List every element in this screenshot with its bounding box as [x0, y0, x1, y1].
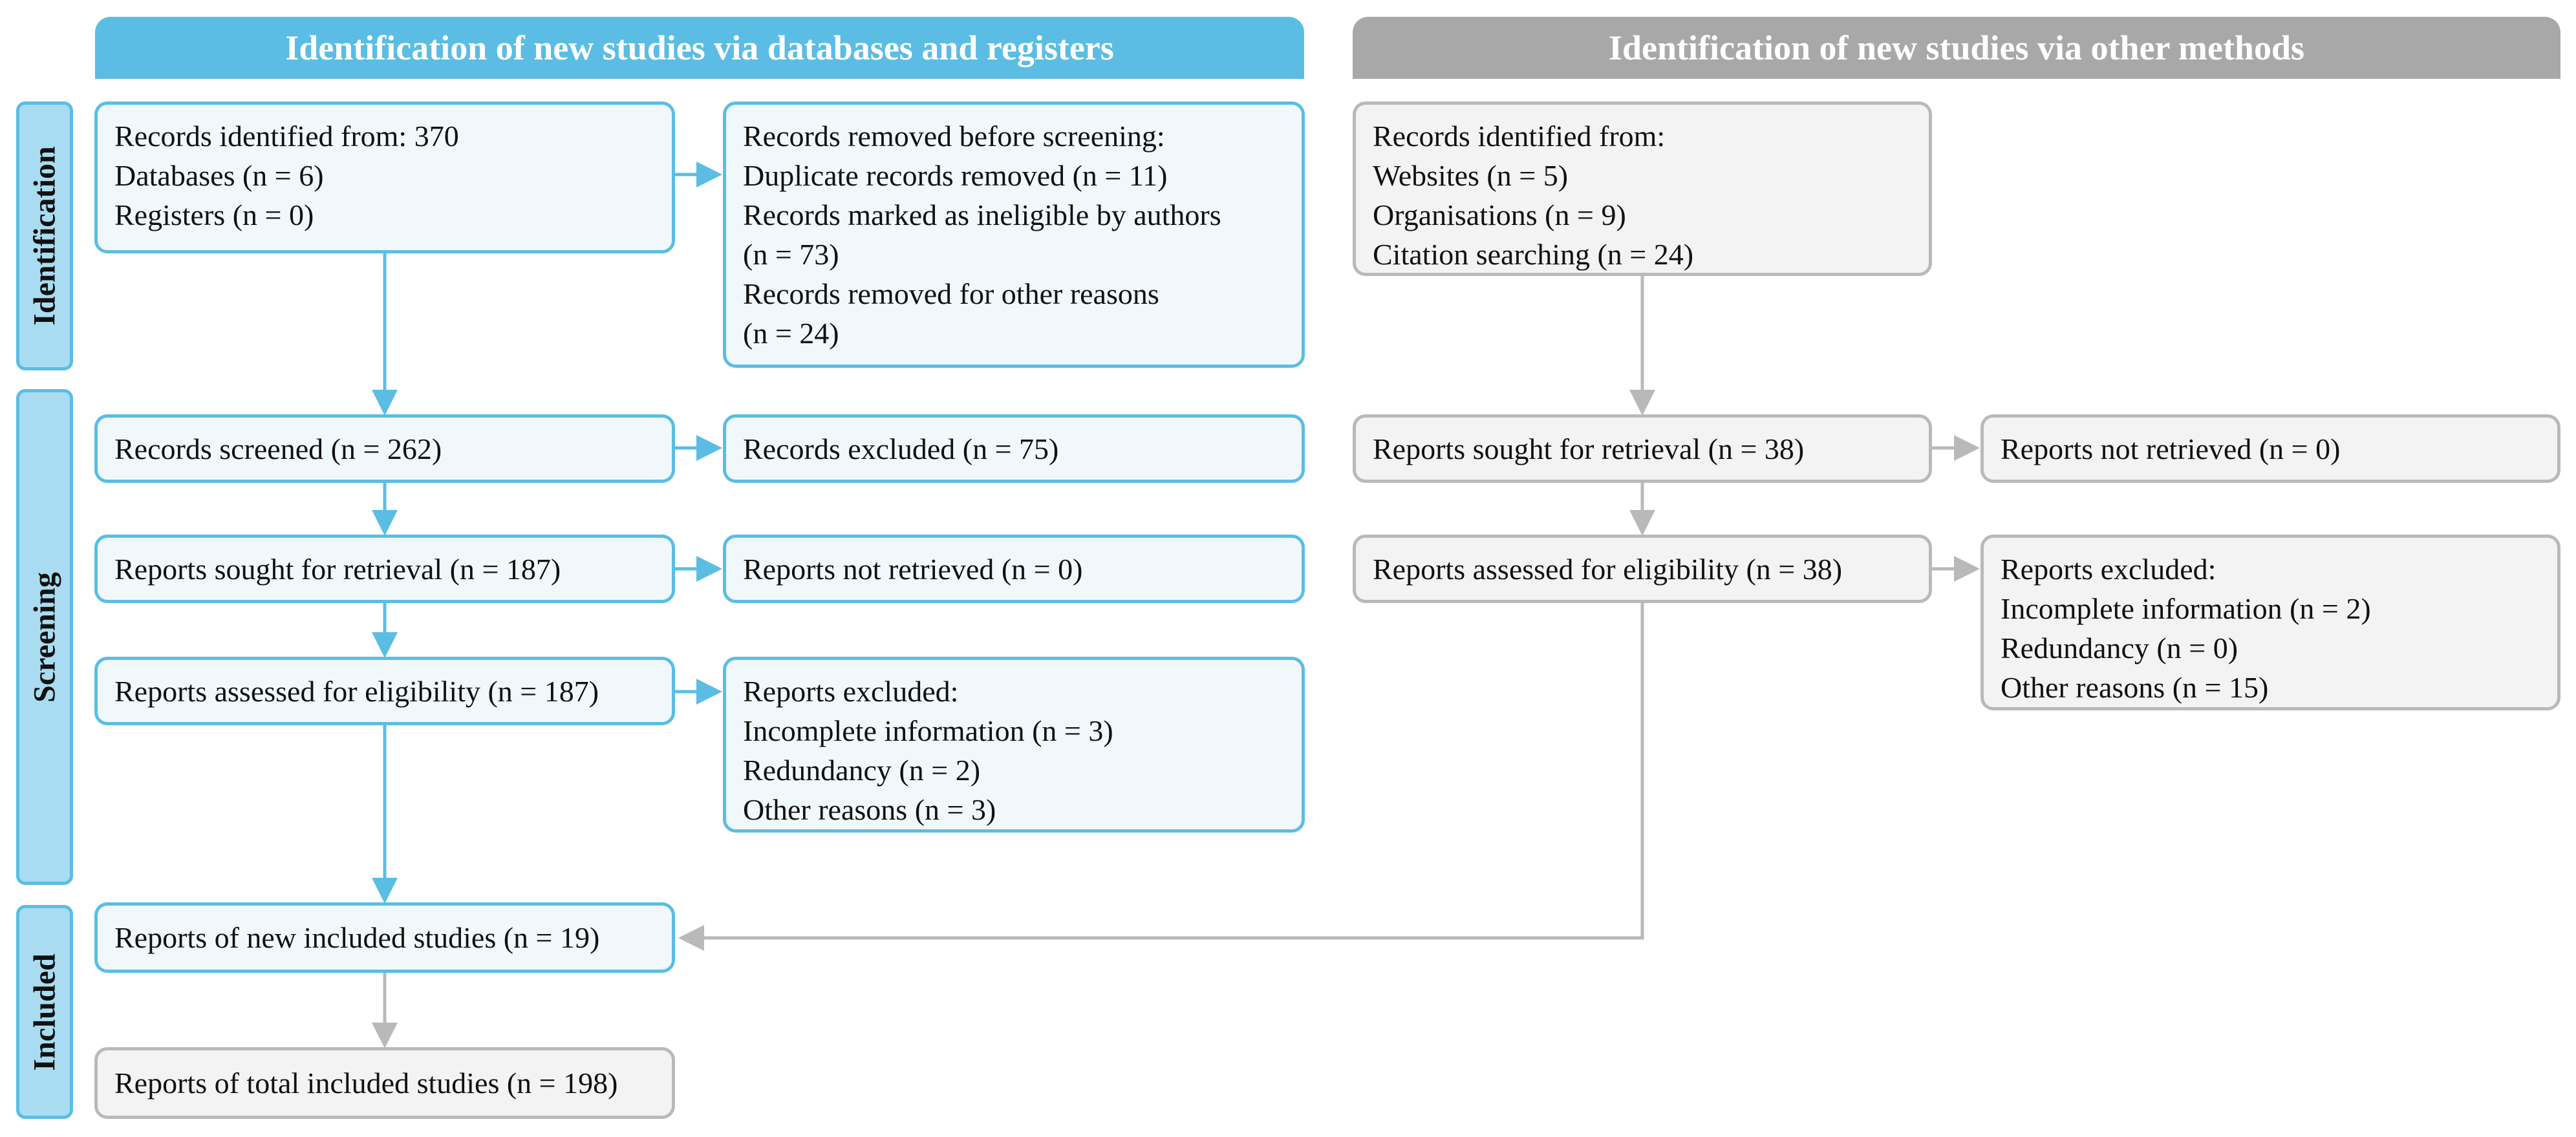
phase-included-label: Included: [27, 953, 62, 1071]
other-identified-line-2: Websites (n = 5): [1373, 159, 1569, 192]
db-assessed-text: Reports assessed for eligibility (n = 18…: [114, 674, 599, 708]
db-removed-line-6: (n = 24): [743, 317, 839, 350]
db-identified-line-2: Databases (n = 6): [114, 159, 324, 192]
db-identified-line-3: Registers (n = 0): [114, 198, 314, 231]
phase-screening: Screening: [16, 389, 73, 885]
db-reports-excluded-line-3: Redundancy (n = 2): [743, 754, 981, 787]
box-other-reports-sought: Reports sought for retrieval (n = 38): [1353, 414, 1932, 483]
box-db-reports-sought: Reports sought for retrieval (n = 187): [94, 535, 675, 603]
phase-included: Included: [16, 905, 73, 1119]
header-other-methods-text: Identification of new studies via other …: [1608, 28, 2305, 67]
db-screened-text: Records screened (n = 262): [114, 432, 442, 465]
db-sought-text: Reports sought for retrieval (n = 187): [114, 552, 561, 586]
box-other-reports-assessed: Reports assessed for eligibility (n = 38…: [1353, 535, 1932, 603]
db-reports-excluded-line-1: Reports excluded:: [743, 675, 959, 708]
box-other-records-identified: Records identified from: Websites (n = 5…: [1353, 101, 1932, 276]
other-identified-line-4: Citation searching (n = 24): [1373, 238, 1694, 271]
box-new-included-studies: Reports of new included studies (n = 19): [94, 902, 675, 973]
db-removed-line-5: Records removed for other reasons: [743, 277, 1159, 310]
db-reports-excluded-line-4: Other reasons (n = 3): [743, 793, 996, 826]
other-reports-excluded-line-3: Redundancy (n = 0): [2001, 632, 2238, 664]
db-excluded-text: Records excluded (n = 75): [743, 432, 1059, 465]
box-other-reports-not-retrieved: Reports not retrieved (n = 0): [1980, 414, 2560, 483]
other-identified-line-3: Organisations (n = 9): [1373, 198, 1626, 231]
box-total-included-studies: Reports of total included studies (n = 1…: [94, 1047, 675, 1119]
other-sought-text: Reports sought for retrieval (n = 38): [1373, 432, 1805, 465]
other-reports-excluded-line-4: Other reasons (n = 15): [2001, 671, 2269, 704]
db-removed-line-1: Records removed before screening:: [743, 120, 1165, 153]
header-other-methods: Identification of new studies via other …: [1353, 17, 2560, 79]
other-assessed-text: Reports assessed for eligibility (n = 38…: [1373, 552, 1843, 586]
box-db-records-removed: Records removed before screening: Duplic…: [723, 101, 1305, 368]
header-databases: Identification of new studies via databa…: [95, 17, 1304, 79]
db-identified-line-1: Records identified from: 370: [114, 120, 459, 153]
db-reports-excluded-line-2: Incomplete information (n = 3): [743, 714, 1113, 747]
box-other-reports-excluded: Reports excluded: Incomplete information…: [1980, 535, 2560, 710]
db-removed-line-3: Records marked as ineligible by authors: [743, 198, 1221, 231]
box-db-reports-excluded: Reports excluded: Incomplete information…: [723, 657, 1305, 833]
header-databases-text: Identification of new studies via databa…: [285, 28, 1114, 67]
phase-identification-label: Identification: [27, 146, 62, 326]
other-reports-excluded-line-2: Incomplete information (n = 2): [2001, 592, 2371, 625]
other-not-retrieved-text: Reports not retrieved (n = 0): [2001, 432, 2341, 465]
db-not-retrieved-text: Reports not retrieved (n = 0): [743, 552, 1083, 586]
db-removed-line-2: Duplicate records removed (n = 11): [743, 159, 1168, 192]
phase-identification: Identification: [16, 101, 73, 370]
box-db-reports-assessed: Reports assessed for eligibility (n = 18…: [94, 657, 675, 725]
db-removed-line-4: (n = 73): [743, 238, 839, 271]
box-db-reports-not-retrieved: Reports not retrieved (n = 0): [723, 535, 1305, 603]
other-reports-excluded-line-1: Reports excluded:: [2001, 553, 2216, 586]
arrow-other-assessed-to-new-included: [678, 603, 1644, 951]
box-db-records-screened: Records screened (n = 262): [94, 414, 675, 483]
box-db-records-identified: Records identified from: 370 Databases (…: [94, 101, 675, 253]
box-db-records-excluded: Records excluded (n = 75): [723, 414, 1305, 483]
new-included-text: Reports of new included studies (n = 19): [114, 921, 600, 954]
other-identified-line-1: Records identified from:: [1373, 120, 1666, 153]
phase-screening-label: Screening: [27, 571, 62, 703]
total-included-text: Reports of total included studies (n = 1…: [114, 1067, 618, 1100]
